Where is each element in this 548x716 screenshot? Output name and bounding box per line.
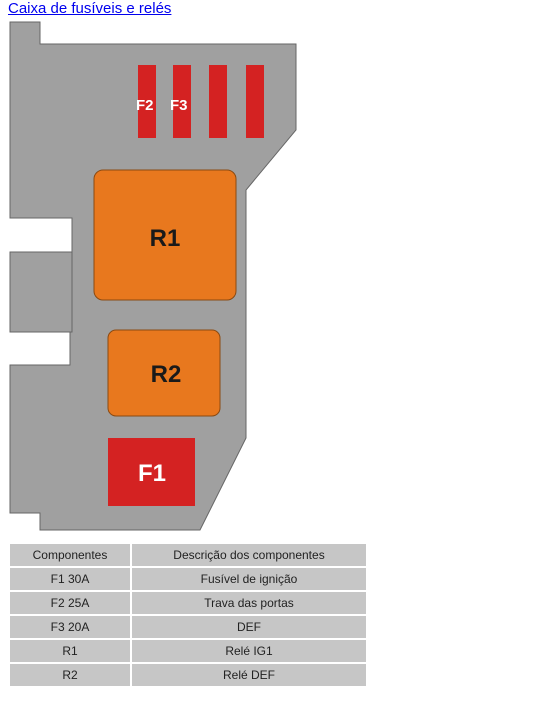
fuse-box-title-link[interactable]: Caixa de fusíveis e relés [8,0,172,17]
table-cell-component: F2 25A [10,592,130,614]
table-row: F1 30A Fusível de ignição [10,568,366,590]
table-cell-component: F3 20A [10,616,130,638]
components-table: Componentes Descrição dos componentes F1… [8,542,368,688]
relay-r2 [107,329,221,417]
relay-r1 [93,169,237,301]
table-cell-description: Fusível de ignição [132,568,366,590]
table-row: R1 Relé IG1 [10,640,366,662]
table-cell-description: Relé IG1 [132,640,366,662]
table-cell-component: F1 30A [10,568,130,590]
fuse-f3-label: F3 [170,97,188,114]
fuse-slot-2 [173,65,191,138]
table-cell-component: R1 [10,640,130,662]
header-descricao: Descrição dos componentes [132,544,366,566]
relay-r2-label: R2 [151,361,182,388]
table-row: F3 20A DEF [10,616,366,638]
fuse-box-diagram: F2 F3 R1 R2 F1 [9,21,297,531]
fuse-f2-label: F2 [136,97,154,114]
header-componentes: Componentes [10,544,130,566]
fuse-f1 [108,438,195,506]
fuse-slot-3 [209,65,227,138]
fuse-slot-1 [138,65,156,138]
table-cell-description: Trava das portas [132,592,366,614]
table-cell-component: R2 [10,664,130,686]
table-row: R2 Relé DEF [10,664,366,686]
table-header-row: Componentes Descrição dos componentes [10,544,366,566]
table-row: F2 25A Trava das portas [10,592,366,614]
relay-r1-label: R1 [150,225,181,252]
fuse-f1-label: F1 [138,460,166,487]
fuse-slot-4 [246,65,264,138]
table-cell-description: DEF [132,616,366,638]
table-cell-description: Relé DEF [132,664,366,686]
housing-side-tab [9,251,73,333]
